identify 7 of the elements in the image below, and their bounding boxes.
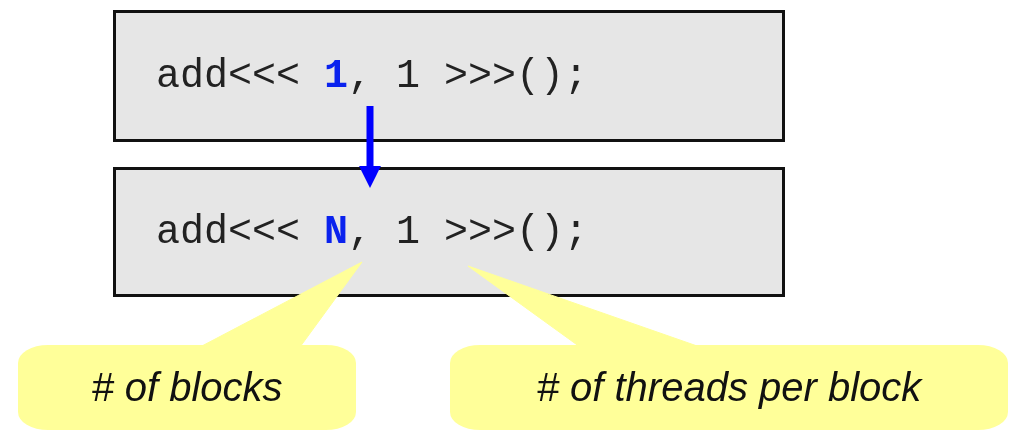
code-box [113, 10, 785, 142]
callout-text: # of threads per block [536, 365, 922, 410]
code-box [113, 167, 785, 297]
code-text: add<<< N, 1 >>>(); [156, 209, 589, 255]
callout-text: # of blocks [91, 365, 283, 410]
arrow [358, 106, 382, 188]
code-text: add<<< 1, 1 >>>(); [156, 53, 589, 99]
